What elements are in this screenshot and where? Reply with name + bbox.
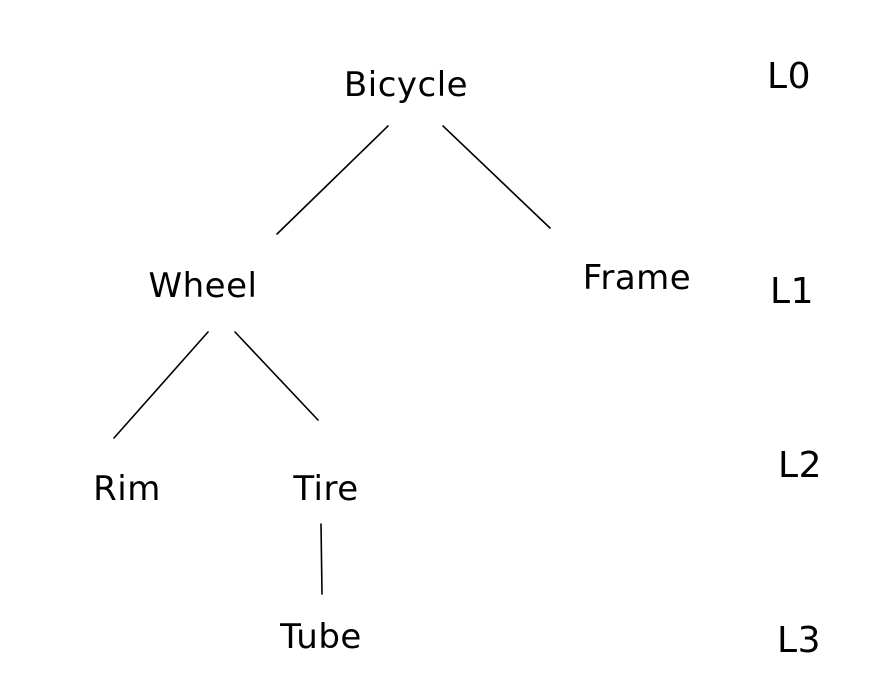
edge-wheel-rim bbox=[113, 331, 209, 439]
edge-bicycle-frame bbox=[442, 125, 551, 229]
level-label-2: L2 bbox=[778, 445, 822, 486]
level-label-3: L3 bbox=[777, 620, 821, 661]
level-label-0: L0 bbox=[767, 56, 811, 97]
node-bicycle: Bicycle bbox=[344, 65, 468, 105]
edge-wheel-tire bbox=[234, 331, 319, 421]
edge-bicycle-wheel bbox=[276, 125, 389, 235]
node-rim: Rim bbox=[93, 469, 161, 509]
node-wheel: Wheel bbox=[149, 266, 258, 306]
node-tire: Tire bbox=[292, 469, 358, 509]
edges bbox=[113, 125, 551, 595]
node-tube: Tube bbox=[279, 617, 362, 657]
nodes: Bicycle Wheel Frame Rim Tire Tube bbox=[93, 65, 691, 657]
node-frame: Frame bbox=[583, 258, 691, 298]
level-label-1: L1 bbox=[770, 271, 814, 312]
level-labels: L0 L1 L2 L3 bbox=[767, 56, 822, 661]
edge-tire-tube bbox=[320, 523, 323, 595]
